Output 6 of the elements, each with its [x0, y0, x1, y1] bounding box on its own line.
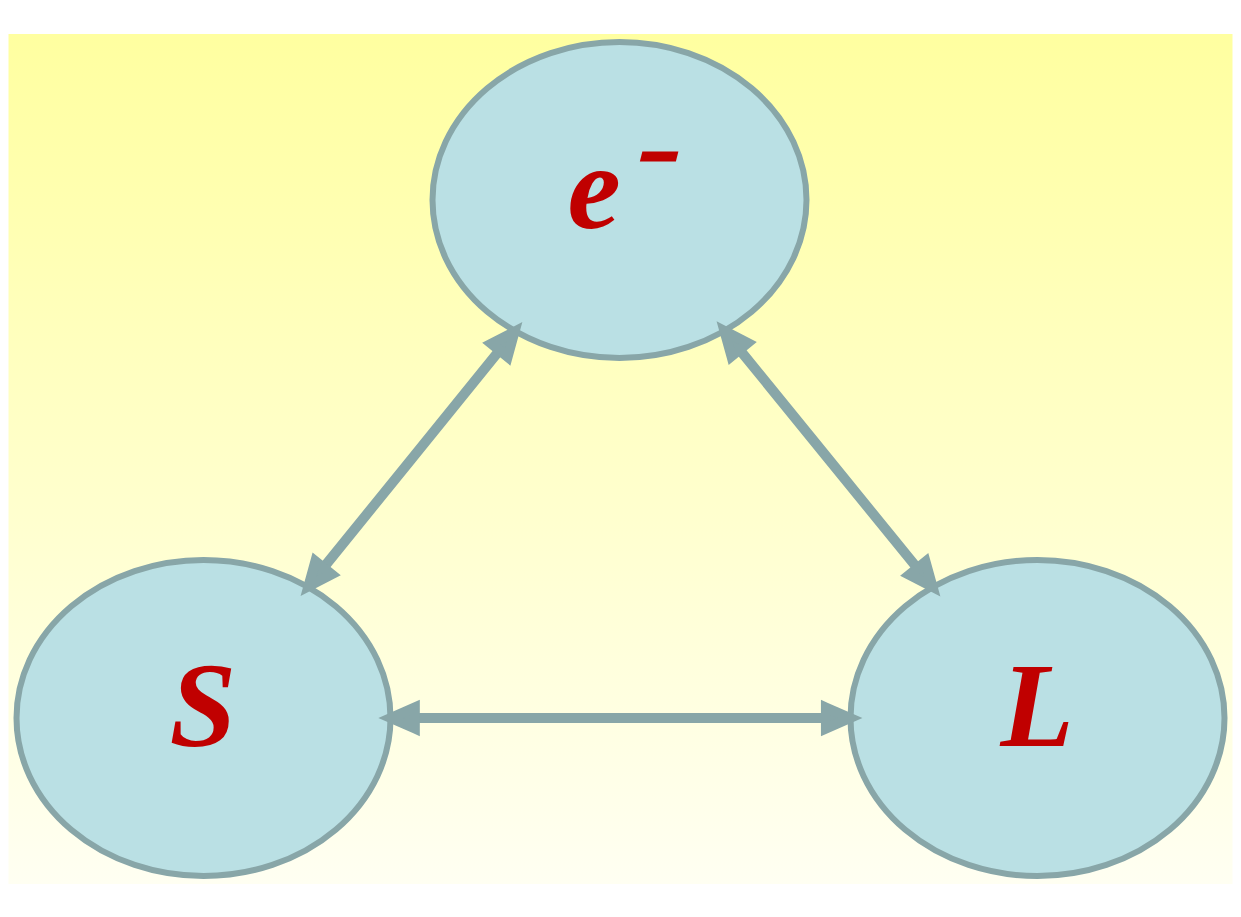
node-ellipse: e⁻	[429, 38, 810, 361]
arrow	[300, 321, 523, 596]
arrow	[716, 320, 941, 597]
arrow	[378, 699, 863, 736]
node-ellipse: S	[13, 556, 394, 879]
node-ellipse: L	[847, 556, 1228, 879]
